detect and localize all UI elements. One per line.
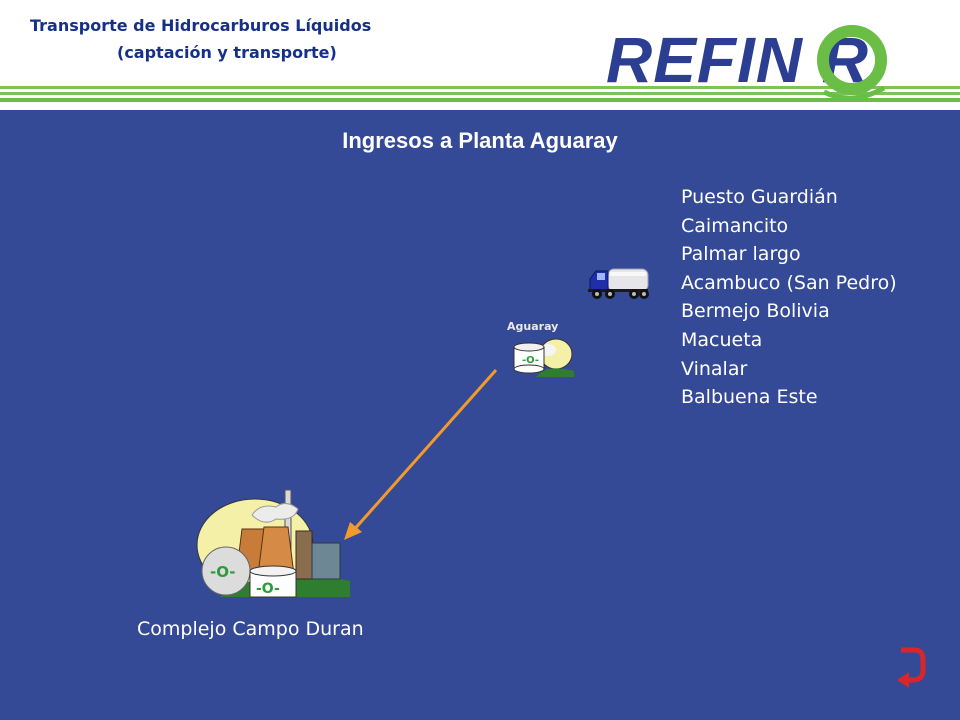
header-title-line1: Transporte de Hidrocarburos Líquidos (30, 16, 372, 35)
source-places-list: Puesto Guardián Caimancito Palmar largo … (681, 183, 897, 412)
refinor-logo-o-icon (817, 25, 887, 101)
storage-tank-icon: -O- (513, 338, 574, 377)
flow-arrow (344, 369, 498, 540)
refinor-logo: REFIN R (600, 20, 940, 110)
diagram-title: Ingresos a Planta Aguaray (342, 128, 618, 153)
return-arrow-icon[interactable] (893, 644, 929, 690)
source-place-item: Balbuena Este (681, 386, 818, 409)
header-stripe (0, 86, 960, 102)
svg-text:-O-: -O- (522, 355, 539, 366)
main-panel (0, 110, 960, 720)
source-place-item: Acambuco (San Pedro) (681, 271, 897, 294)
source-place-item: Puesto Guardián (681, 186, 838, 208)
source-place-item: Caimancito (681, 214, 789, 237)
header-title-line2: (captación y transporte) (117, 43, 337, 62)
source-place-item: Macueta (681, 328, 763, 351)
svg-text:-O-: -O- (256, 581, 280, 597)
svg-text:-O-: -O- (210, 563, 235, 581)
refinery-complex-icon: -O- -O- (196, 489, 350, 598)
plant-label-aguaray: Aguaray (507, 320, 559, 333)
truck-icon (588, 268, 649, 299)
header: Transporte de Hidrocarburos Líquidos (ca… (0, 0, 960, 110)
destination-label-campo-duran: Complejo Campo Duran (137, 618, 364, 640)
source-place-item: Palmar largo (681, 243, 801, 266)
source-place-item: Vinalar (681, 357, 748, 380)
source-place-item: Bermejo Bolivia (681, 300, 830, 323)
